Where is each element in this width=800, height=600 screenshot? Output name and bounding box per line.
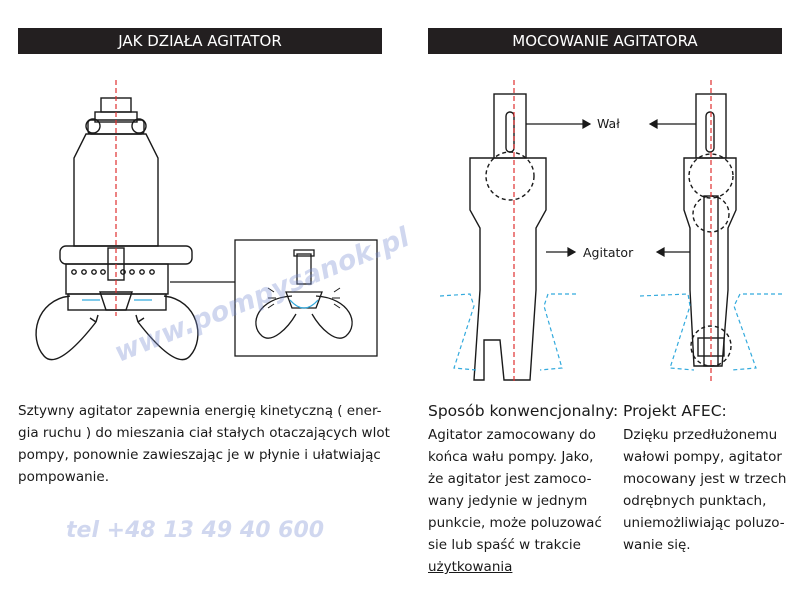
conventional-mount xyxy=(469,93,547,381)
left-panel-title: JAK DZIAŁA AGITATOR xyxy=(18,28,382,54)
agitator-description: Sztywny agitator zapewnia energię kinety… xyxy=(18,403,390,485)
shaft-label: Wał xyxy=(597,116,620,131)
conventional-description: Agitator zamocowany do końca wału pompy.… xyxy=(428,427,602,575)
afec-description: Dzięku przedłużonemu wałowi pompy, agita… xyxy=(623,427,787,553)
pump-body xyxy=(35,97,199,361)
conventional-heading: Sposób konwencjonalny: xyxy=(428,402,619,420)
label-arrows xyxy=(526,118,696,258)
agitator-label: Agitator xyxy=(583,245,634,260)
afec-heading: Projekt AFEC: xyxy=(623,402,727,420)
zoom-flow-marks xyxy=(267,287,341,309)
afec-mount xyxy=(683,93,737,367)
right-panel-title: MOCOWANIE AGITATORA xyxy=(428,28,782,54)
zoom-inset xyxy=(234,239,378,357)
